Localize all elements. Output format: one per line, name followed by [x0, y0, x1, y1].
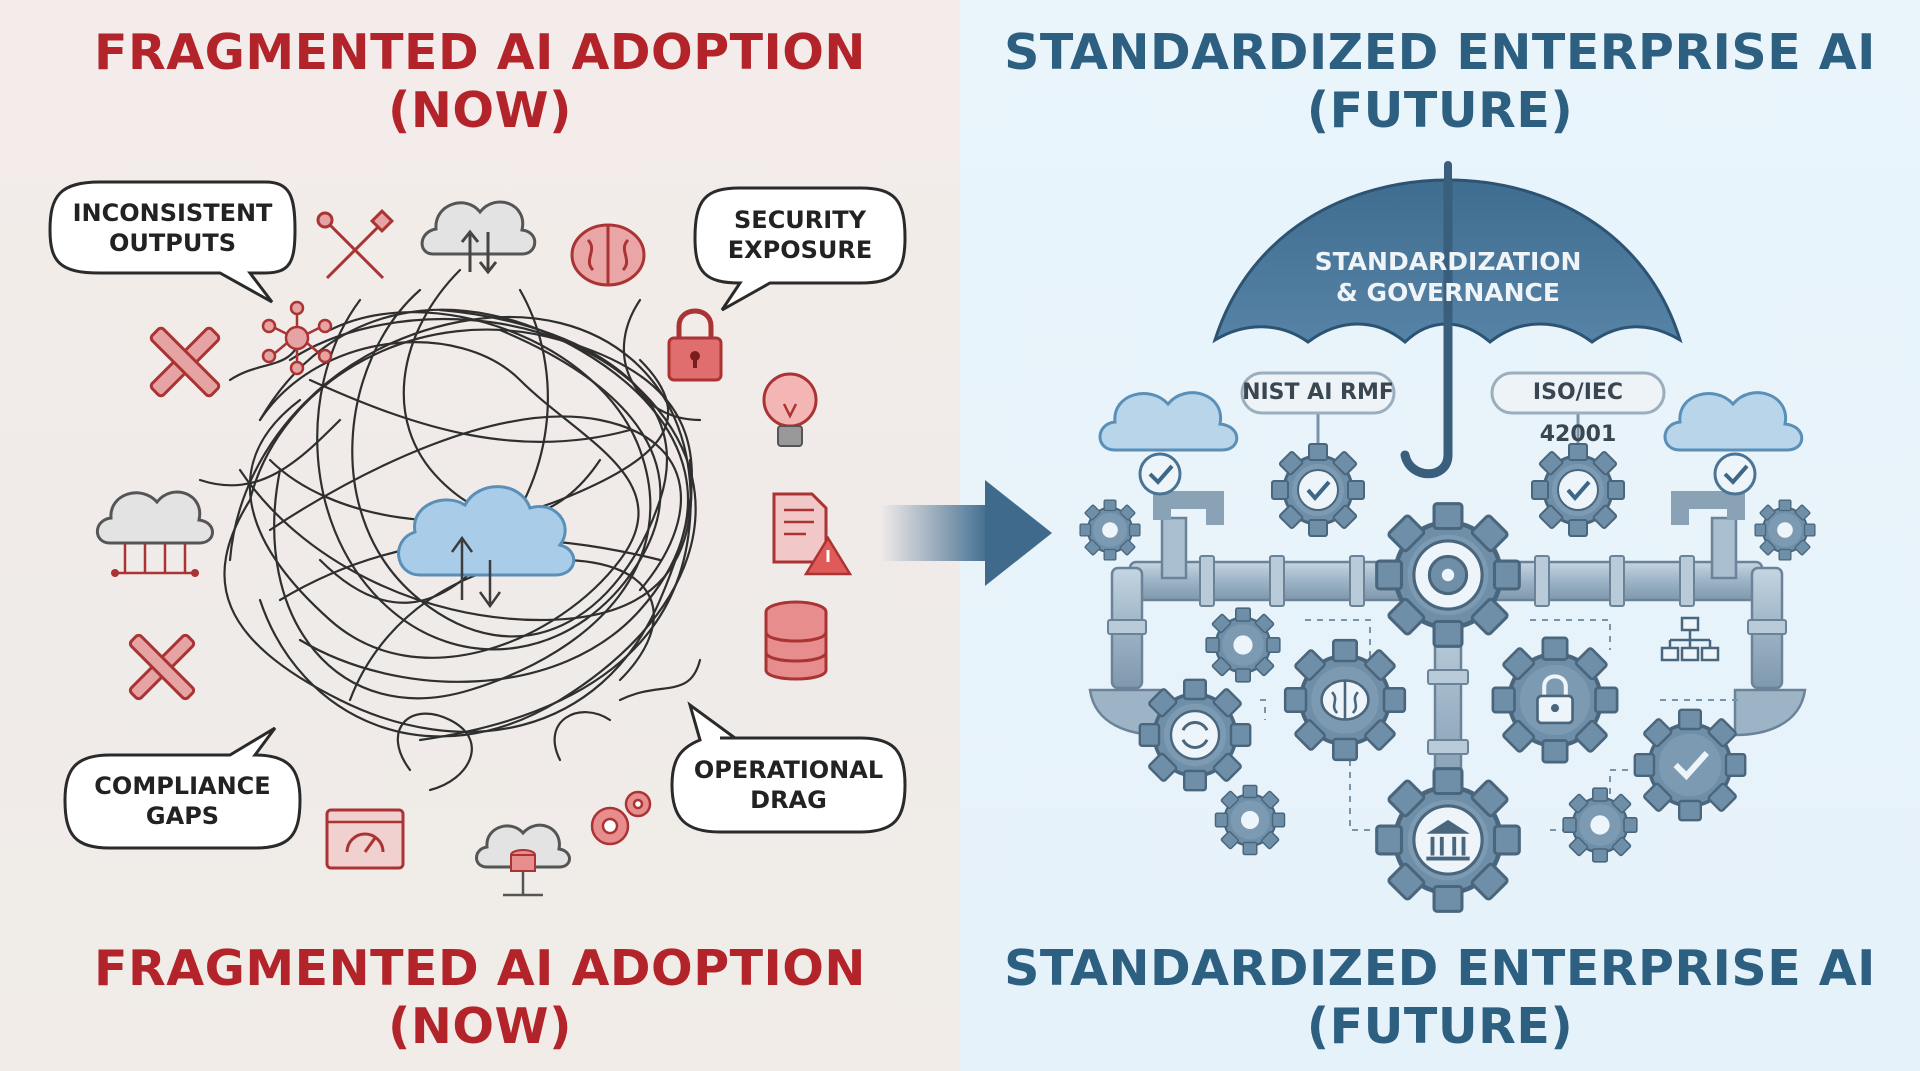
- right-title-line2: (FUTURE): [1306, 82, 1574, 139]
- gear-lock-icon: [1493, 638, 1617, 762]
- bubble-inconsistent-outputs: [48, 180, 297, 304]
- bubble-security-exposure: [693, 186, 907, 312]
- umbrella-label: STANDARDIZATION & GOVERNANCE: [1314, 247, 1582, 307]
- wrench-icon: [149, 326, 221, 398]
- brain-icon: [570, 223, 646, 287]
- cloud-database-icon: [475, 823, 571, 897]
- umbrella-icon: [1212, 161, 1683, 479]
- gear-check-icon: [1270, 442, 1366, 538]
- tools-icon: [316, 208, 395, 280]
- gear-bank-icon: [1377, 769, 1520, 912]
- left-title-line1: FRAGMENTED AI ADOPTION: [94, 24, 866, 81]
- central-gear-icon: [1377, 504, 1520, 647]
- tag-iso-iec-42001: ISO/IEC 42001: [1532, 380, 1624, 447]
- database-icon: [764, 600, 828, 681]
- cloud-check-icon: [1663, 391, 1804, 496]
- dashboard-icon: [325, 808, 405, 870]
- gear-icon: [1561, 787, 1639, 863]
- wrench-icon: [128, 633, 196, 701]
- gear-icon: [1204, 607, 1282, 683]
- right-title-line1: STANDARDIZED ENTERPRISE AI: [1004, 24, 1876, 81]
- document-warning-icon: [772, 492, 853, 576]
- gear-icon: [1754, 499, 1816, 561]
- right-title: STANDARDIZED ENTERPRISE AI (FUTURE): [960, 24, 1920, 140]
- bubble-operational-drag: [670, 701, 907, 834]
- tag-shapes: [1240, 371, 1666, 415]
- left-bottom-line1: FRAGMENTED AI ADOPTION: [94, 940, 866, 997]
- bubble-compliance-gaps: [63, 726, 302, 850]
- bubble-inconsistent-text: INCONSISTENT OUTPUTS: [72, 199, 273, 257]
- bubble-compliance-text: COMPLIANCE GAPS: [94, 772, 271, 830]
- gear-icon: [1214, 784, 1286, 856]
- lightbulb-icon: [762, 372, 818, 447]
- gear-refresh-icon: [1138, 677, 1252, 793]
- cloud-sync-icon: [420, 200, 537, 275]
- lock-icon: [667, 308, 723, 382]
- bubble-security-text: SECURITY EXPOSURE: [727, 206, 873, 264]
- right-bottom-line2: (FUTURE): [1306, 998, 1574, 1055]
- tag-nist-ai-rmf: NIST AI RMF: [1242, 380, 1394, 405]
- right-bottom-line1: STANDARDIZED ENTERPRISE AI: [1004, 940, 1876, 997]
- left-title: FRAGMENTED AI ADOPTION (NOW): [0, 24, 960, 140]
- left-title-line2: (NOW): [387, 82, 572, 139]
- cloud-network-icon: [95, 490, 214, 577]
- bubble-operational-text: OPERATIONAL DRAG: [693, 756, 884, 814]
- transition-arrow: [880, 480, 1052, 586]
- gear-check-icon: [1530, 442, 1626, 538]
- right-bottom-title: STANDARDIZED ENTERPRISE AI (FUTURE): [960, 940, 1920, 1056]
- gears-icon: [590, 790, 652, 846]
- central-cloud-icon: [397, 485, 576, 609]
- gear-icon: [1079, 499, 1141, 561]
- left-bottom-line2: (NOW): [387, 998, 572, 1055]
- left-bottom-title: FRAGMENTED AI ADOPTION (NOW): [0, 940, 960, 1056]
- cloud-check-icon: [1098, 391, 1239, 496]
- tag-connectors: [1316, 412, 1580, 445]
- hierarchy-icon: [1660, 616, 1720, 662]
- network-icon: [261, 300, 333, 376]
- gear-brain-icon: [1283, 638, 1407, 762]
- gear-check-icon: [1633, 707, 1747, 823]
